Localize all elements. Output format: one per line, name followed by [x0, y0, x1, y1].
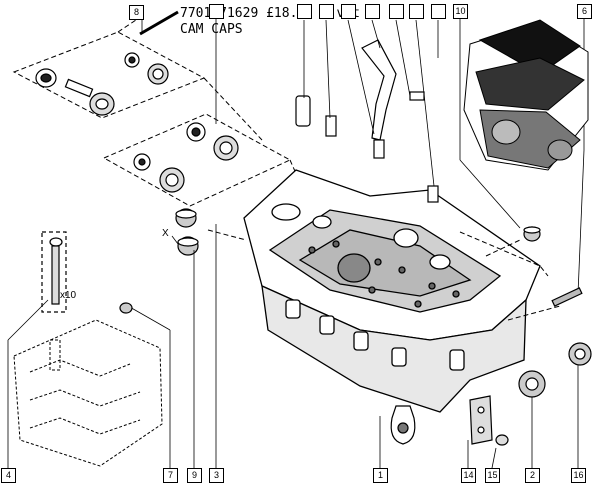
bearing-set-upper	[35, 52, 239, 193]
callout-3: 3	[209, 468, 224, 483]
dimension-x-label: X	[162, 228, 169, 239]
cam-caps	[171, 208, 199, 256]
parts-bag-icon	[390, 405, 416, 445]
engine-block-sketch	[13, 319, 163, 467]
right-side-parts	[469, 226, 592, 446]
callout-top-b	[297, 4, 312, 19]
head-guide-lines	[207, 229, 561, 321]
callout-6: 6	[577, 4, 592, 19]
annotation-part-number: 7701471629 £18.12 + vat	[180, 6, 361, 21]
callout-10: 10	[453, 4, 468, 19]
engine-thumbnail	[463, 19, 589, 171]
sensor-bracket	[295, 39, 439, 203]
callout-top-h	[431, 4, 446, 19]
callout-14: 14	[461, 468, 476, 483]
callout-top-f	[389, 4, 404, 19]
bolt-quantity-label: x10	[60, 290, 77, 301]
callout-7: 7	[163, 468, 178, 483]
annotation-stroke	[139, 10, 179, 36]
callout-8: 8	[129, 5, 144, 20]
callout-4: 4	[1, 468, 16, 483]
callout-top-e	[365, 4, 380, 19]
callout-top-g	[409, 4, 424, 19]
dowel	[119, 302, 133, 314]
callout-top-d	[341, 4, 356, 19]
callout-1: 1	[373, 468, 388, 483]
callout-15: 15	[485, 468, 500, 483]
callout-top-a	[209, 4, 224, 19]
camshaft-seal-kit-group	[12, 19, 299, 207]
head-bolt-set	[41, 231, 67, 313]
callout-top-c	[319, 4, 334, 19]
callout-2: 2	[525, 468, 540, 483]
callout-16: 16	[571, 468, 586, 483]
leader-lines	[7, 14, 585, 469]
annotation-part-name: CAM CAPS	[180, 22, 243, 37]
callout-9: 9	[187, 468, 202, 483]
cylinder-head	[243, 169, 541, 413]
